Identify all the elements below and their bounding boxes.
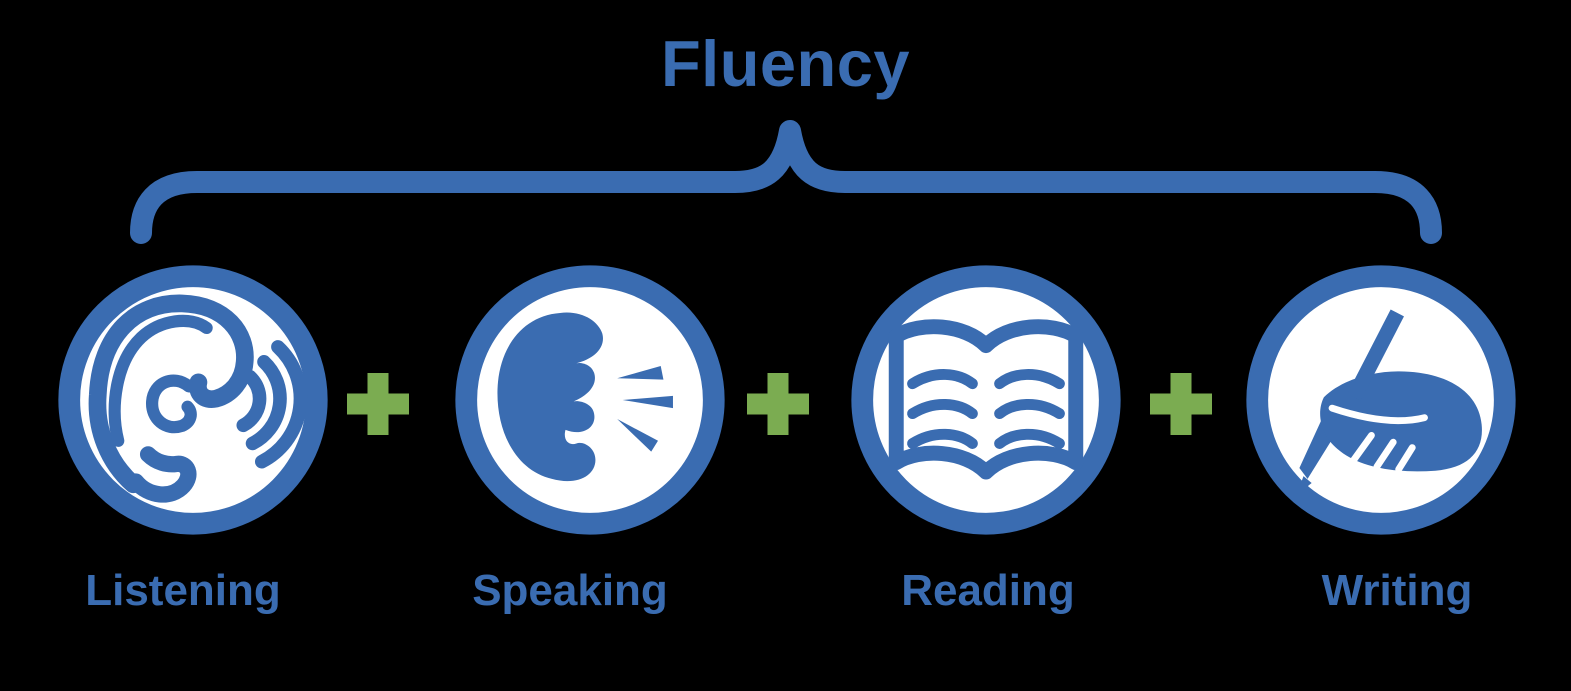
plus-icon: [747, 373, 809, 435]
label-reading: Reading: [901, 566, 1075, 615]
label-listening: Listening: [85, 566, 281, 615]
circle-ring: [851, 265, 1121, 535]
talking-head-icon: [497, 312, 673, 482]
reading-circle: [851, 265, 1121, 535]
open-book-icon: [888, 319, 1084, 480]
listening-circle: [58, 265, 328, 535]
hand-writing-icon: [1296, 309, 1482, 496]
speaking-circle: [455, 265, 725, 535]
writing-circle: [1246, 265, 1516, 535]
label-speaking: Speaking: [472, 566, 668, 615]
circle-ring: [58, 265, 328, 535]
ear-icon: [88, 294, 308, 503]
sound-waves-icon: [236, 340, 308, 469]
diagram-title: Fluency: [660, 27, 911, 100]
pencil-icon: [1347, 309, 1404, 401]
plus-icon: [1150, 373, 1212, 435]
label-writing: Writing: [1321, 566, 1473, 615]
plus-icon: [347, 373, 409, 435]
